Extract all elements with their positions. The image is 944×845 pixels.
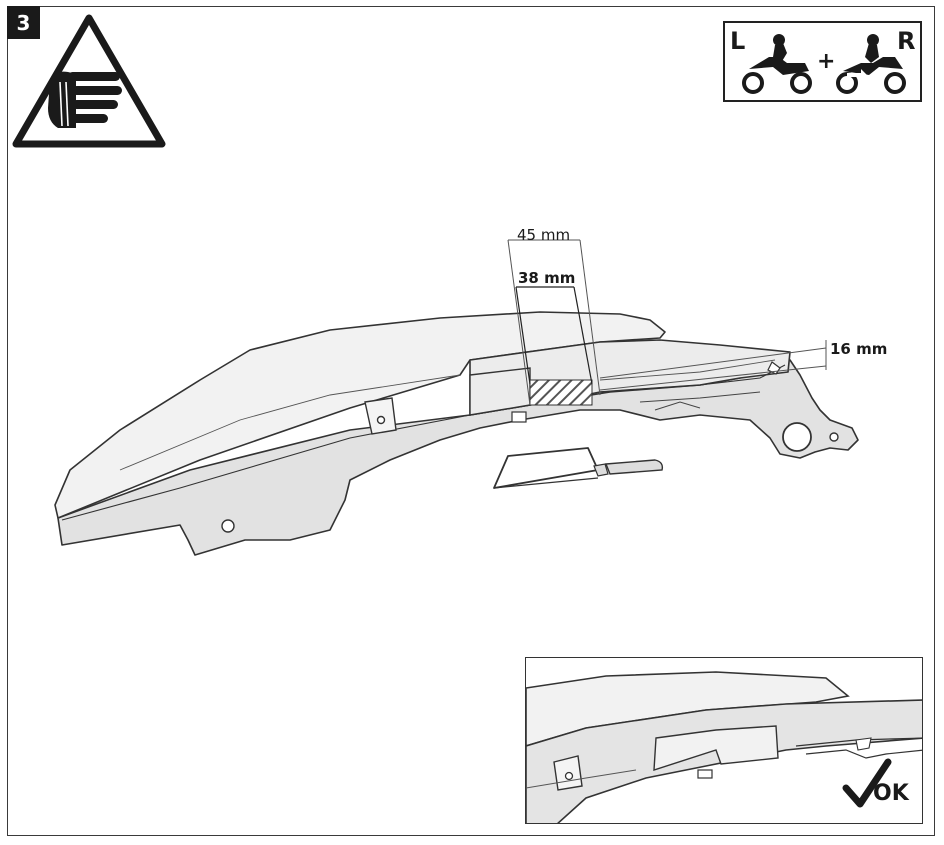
left-side-label: L: [730, 27, 746, 55]
ok-label: OK: [873, 781, 909, 806]
motorcycle-rider-icon: [742, 34, 812, 94]
step-number-badge: 3: [7, 6, 40, 39]
checkmark-icon: [842, 758, 892, 808]
plus-sign: +: [817, 49, 836, 74]
instruction-frame: [7, 6, 935, 836]
result-detail-drawing: [526, 671, 922, 823]
right-side-label: R: [897, 27, 916, 55]
side-indicator-box: L R +: [723, 21, 922, 102]
outer-cut-width-label: 45 mm: [517, 226, 571, 244]
motorcycle-rider-icon: [836, 34, 906, 94]
result-detail-inset: OK: [525, 657, 923, 824]
hacksaw-icon: [493, 447, 664, 489]
inner-cut-width-label: 38 mm: [518, 269, 576, 287]
hand-warning-icon: [12, 14, 166, 148]
cut-height-label: 16 mm: [830, 340, 888, 358]
